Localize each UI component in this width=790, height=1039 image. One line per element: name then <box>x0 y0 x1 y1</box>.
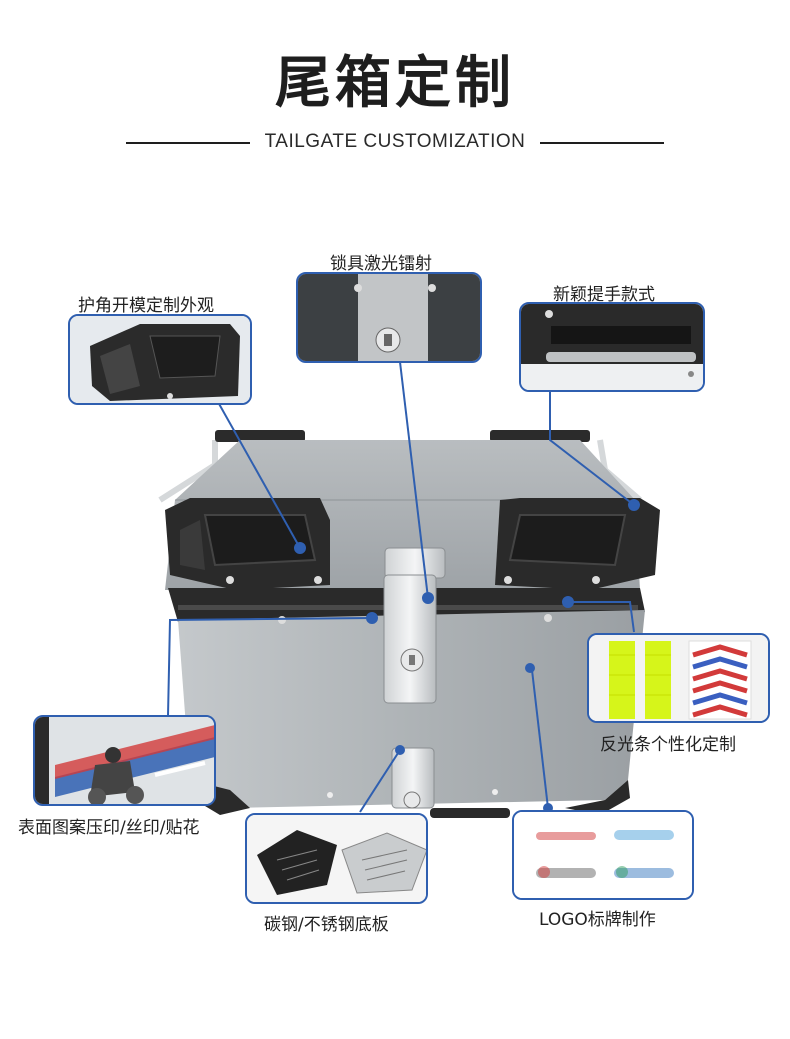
left-corner-handle <box>165 498 330 590</box>
lock-closeup-image <box>298 274 480 361</box>
page-title: 尾箱定制 <box>275 51 515 116</box>
reflective-strip-image <box>589 635 768 721</box>
subtitle-divider-right <box>540 142 664 144</box>
callout-reflective-strip <box>587 633 770 723</box>
callout-connectors <box>167 361 640 813</box>
label-surface-print: 表面图案压印/丝印/贴花 <box>18 818 200 838</box>
label-lock-laser: 锁具激光镭射 <box>330 254 432 274</box>
handle-closeup-image <box>521 304 703 390</box>
label-corner-protector: 护角开模定制外观 <box>78 296 214 316</box>
page-subtitle: TAILGATE CUSTOMIZATION <box>264 131 526 152</box>
callout-surface-print <box>33 715 216 806</box>
callout-lock-laser <box>296 272 482 363</box>
callout-logo-plate <box>512 810 694 900</box>
callout-corner-protector <box>68 314 252 405</box>
center-latch <box>383 547 446 704</box>
base-plate-image <box>247 815 426 902</box>
callout-base-plate <box>245 813 428 904</box>
subtitle-row: TAILGATE CUSTOMIZATION <box>126 131 664 157</box>
surface-print-image <box>35 717 214 804</box>
corner-closeup-image <box>70 316 250 403</box>
logo-plate-image <box>514 812 692 898</box>
label-base-plate: 碳钢/不锈钢底板 <box>264 915 389 935</box>
label-reflective-strip: 反光条个性化定制 <box>600 735 736 755</box>
callout-handle-style <box>519 302 705 392</box>
label-handle-style: 新颖提手款式 <box>553 285 655 305</box>
label-logo-plate: LOGO标牌制作 <box>539 910 656 930</box>
right-corner-handle <box>495 498 660 590</box>
subtitle-divider-left <box>126 142 250 144</box>
